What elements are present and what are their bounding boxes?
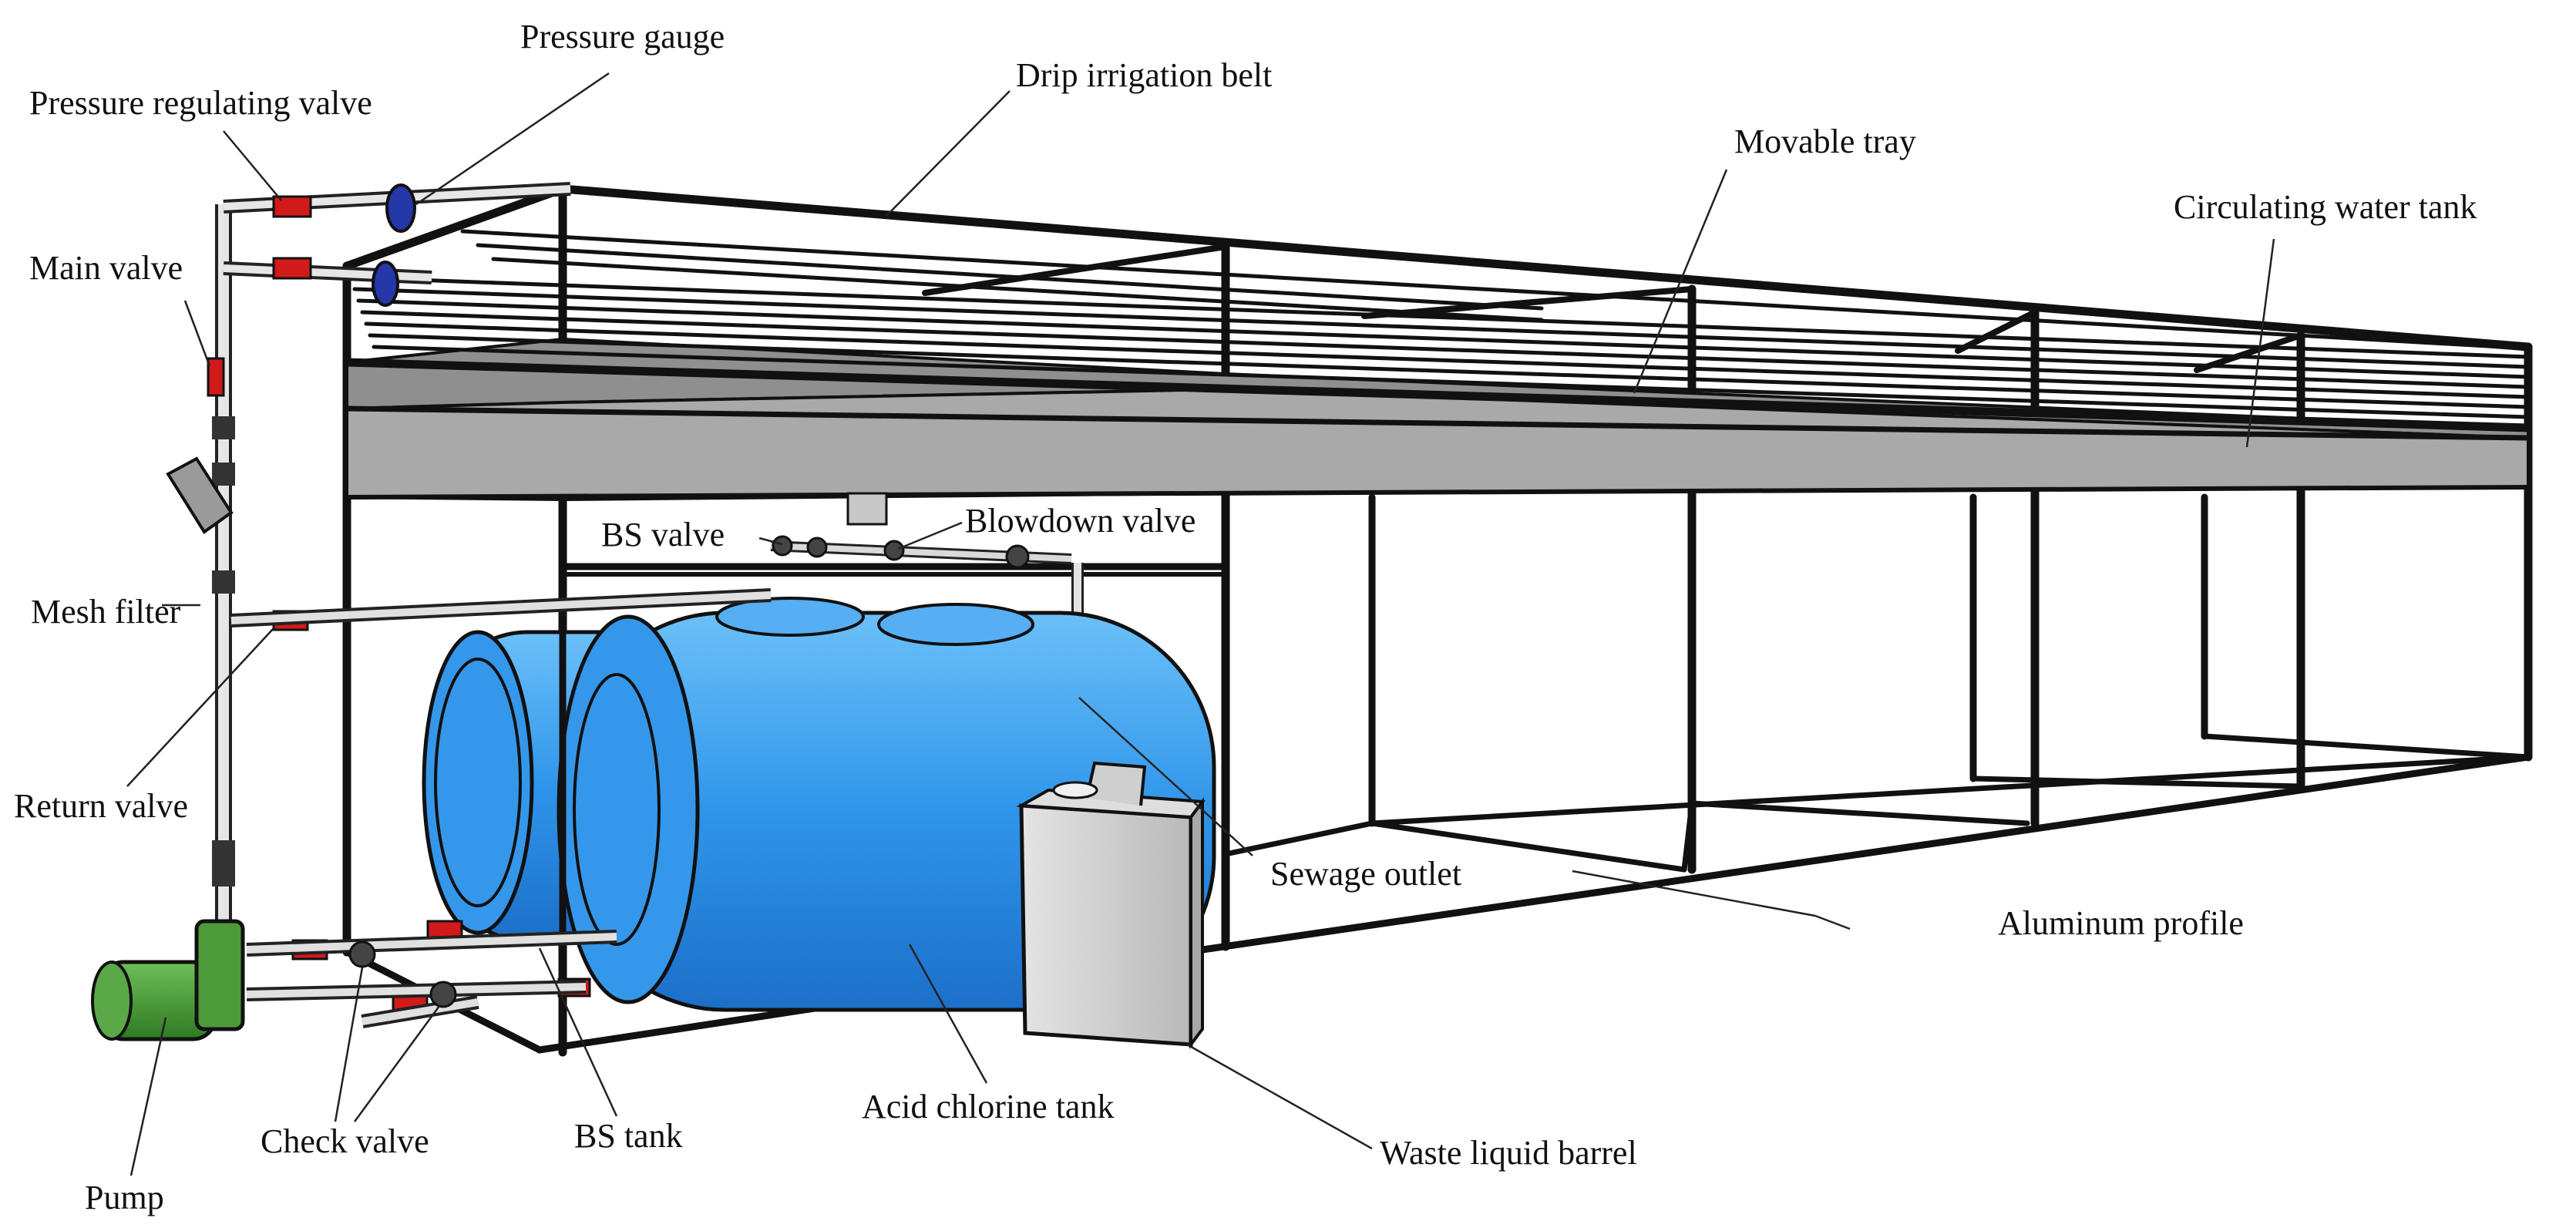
label-bs-tank: BS tank (574, 1117, 683, 1155)
label-acid-chlorine-tank: Acid chlorine tank (862, 1088, 1114, 1125)
waste-liquid-barrel (1016, 761, 1206, 1049)
label-main-valve: Main valve (29, 249, 183, 287)
pump (91, 919, 245, 1041)
label-waste-liquid-barrel: Waste liquid barrel (1380, 1134, 1637, 1172)
label-circulating-water-tank: Circulating water tank (2174, 188, 2477, 226)
label-pump: Pump (85, 1179, 164, 1216)
drip-irrigation-belts (348, 229, 2531, 419)
pressure-gauges (372, 183, 416, 307)
leader-lines (126, 72, 2275, 1176)
mesh-filter (166, 456, 234, 534)
label-mesh-filter: Mesh filter (31, 593, 181, 631)
pump-outlet-pipes (246, 930, 617, 1028)
label-pressure-regulating-valve: Pressure regulating valve (29, 84, 372, 122)
label-return-valve: Return valve (14, 787, 188, 825)
callout-labels: Pressure gauge Drip irrigation belt Pres… (14, 18, 2477, 1216)
label-movable-tray: Movable tray (1734, 123, 1916, 160)
label-drip-irrigation-belt: Drip irrigation belt (1016, 56, 1272, 94)
middle-rail (559, 563, 1229, 577)
label-bs-valve: BS valve (601, 516, 725, 553)
label-pressure-gauge: Pressure gauge (520, 18, 725, 56)
vertical-supply-pipe (212, 204, 235, 1002)
label-check-valve: Check valve (261, 1122, 429, 1160)
label-aluminum-profile: Aluminum profile (1998, 904, 2244, 942)
label-blowdown-valve: Blowdown valve (965, 502, 1196, 540)
label-sewage-outlet: Sewage outlet (1270, 855, 1461, 893)
return-pipe (230, 588, 772, 627)
